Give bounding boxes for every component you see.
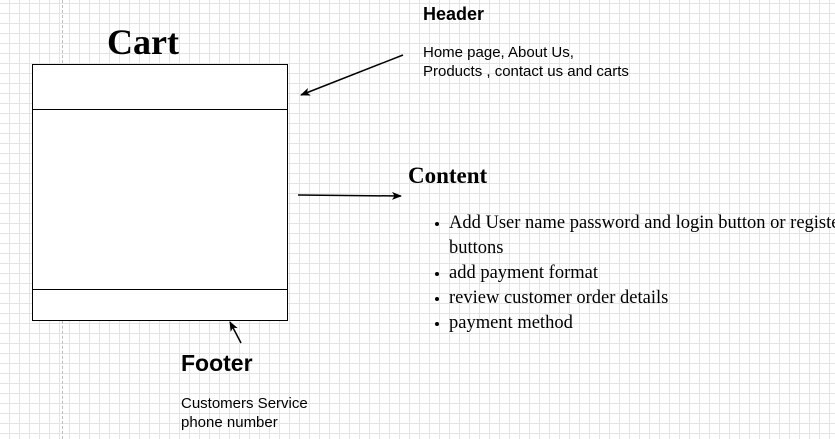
content-list-item: payment method bbox=[435, 311, 835, 336]
header-arrow bbox=[300, 54, 404, 96]
footer-arrow bbox=[229, 321, 242, 344]
footer-label: Footer bbox=[181, 350, 253, 376]
content-arrow bbox=[297, 191, 402, 200]
footer-description: Customers Service phone number bbox=[181, 395, 308, 431]
header-divider bbox=[33, 109, 287, 110]
content-list-item: review customer order details bbox=[435, 286, 835, 311]
content-list-item: add payment format bbox=[435, 261, 835, 286]
content-list-item: Add User name password and login button … bbox=[435, 211, 835, 261]
content-label: Content bbox=[408, 163, 488, 188]
header-label: Header bbox=[423, 4, 485, 24]
page-wireframe bbox=[32, 64, 288, 321]
footer-divider bbox=[33, 289, 287, 290]
page-title: Cart bbox=[107, 22, 179, 62]
header-description: Home page, About Us, Products , contact … bbox=[423, 44, 629, 80]
content-list: Add User name password and login button … bbox=[431, 211, 835, 336]
